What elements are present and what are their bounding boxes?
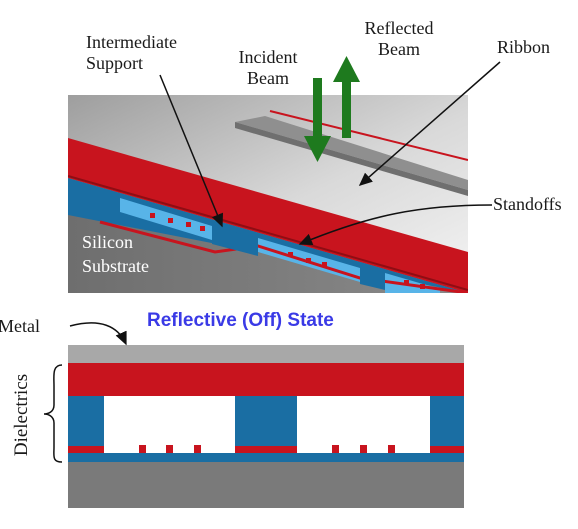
intermediate-support <box>212 226 258 256</box>
leader-intermediate-support <box>159 74 223 228</box>
label-incident-beam-line2: Beam <box>247 68 289 88</box>
label-standoffs: Standoffs <box>493 194 562 214</box>
label-reflected-beam-line2: Beam <box>378 39 420 59</box>
label-silicon-substrate: Silicon Substrate <box>82 232 149 277</box>
cavity-1 <box>120 198 212 240</box>
label-ribbon: Ribbon <box>497 37 551 57</box>
label-incident-beam-line1: Incident <box>238 47 298 67</box>
blue-base-layer <box>68 453 464 462</box>
label-intermediate-support: Intermediate Support <box>86 32 206 74</box>
incident-beam-arrow <box>304 78 331 162</box>
label-reflected-beam-line1: Reflected <box>364 18 434 38</box>
label-incident-beam: Incident Beam <box>228 47 308 89</box>
ribbon-red-layer <box>68 138 468 293</box>
support-middle <box>235 396 297 450</box>
support-right <box>430 396 464 450</box>
label-dielectrics: Dielectrics <box>11 373 32 457</box>
red-dielectric-layer <box>68 363 464 396</box>
reflected-beam-arrow <box>333 56 360 138</box>
label-reflected-beam: Reflected Beam <box>356 18 442 60</box>
standoff-dots <box>150 213 425 289</box>
cross-section-standoffs <box>139 445 395 453</box>
leader-ribbon <box>358 61 501 186</box>
state-title: Reflective (Off) State <box>147 310 334 331</box>
dielectrics-bracket <box>43 364 63 463</box>
label-metal: Metal <box>0 316 40 336</box>
label-silicon-substrate-line1: Silicon <box>82 232 134 252</box>
cross-section-diagram <box>43 322 464 508</box>
support-left <box>68 396 104 450</box>
ribbon-slot <box>235 116 468 190</box>
substrate-layer <box>68 462 464 508</box>
label-intermediate-support-line1: Intermediate <box>86 32 177 52</box>
label-silicon-substrate-line2: Substrate <box>82 256 149 276</box>
leader-standoffs <box>298 204 493 245</box>
metal-layer <box>68 345 464 363</box>
label-intermediate-support-line2: Support <box>86 53 144 73</box>
metal-leader <box>69 322 127 346</box>
